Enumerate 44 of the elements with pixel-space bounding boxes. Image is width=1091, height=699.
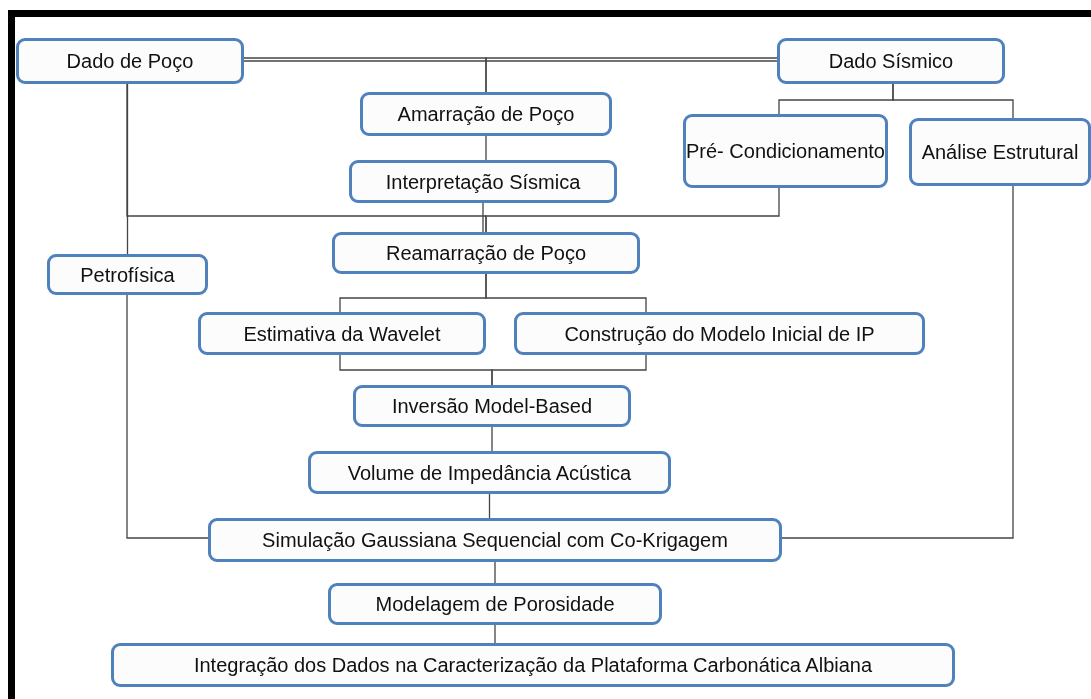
box-label: Volume de Impedância Acústica: [347, 460, 632, 485]
box-label: Petrofísica: [80, 262, 175, 287]
connector-line: [482, 202, 484, 233]
process-box: [16, 38, 244, 84]
process-box: [514, 312, 925, 355]
box-label: Interpretação Sísmica: [385, 169, 581, 194]
connector-line: [126, 294, 209, 539]
box-label: Amarração de Poço: [397, 102, 575, 126]
connector-line: [485, 57, 778, 93]
process-box: [47, 254, 208, 295]
connector-line: [494, 561, 496, 584]
process-box: [111, 643, 955, 687]
box-label: Integração dos Dados na Caracterização da Plataforma Carbonática Albiana: [193, 653, 873, 677]
process-box: [360, 92, 612, 136]
process-box: [328, 583, 662, 625]
connector-line: [781, 185, 1014, 539]
connector-line: [485, 187, 780, 233]
process-box: [198, 312, 486, 355]
connector-line: [485, 135, 487, 161]
box-label: Análise Estrutural: [921, 140, 1079, 164]
connector-line: [485, 273, 647, 313]
box-label: Construção do Modelo Inicial de IP: [564, 321, 875, 346]
connector-line: [491, 426, 493, 452]
box-label: Pré- Condicionamento: [686, 139, 885, 163]
process-box: [909, 118, 1091, 186]
box-label: Inversão Model-Based: [391, 394, 593, 418]
box-label: Modelagem de Porosidade: [375, 592, 615, 616]
connector-line: [491, 354, 647, 386]
process-box: [353, 385, 631, 427]
process-box: [777, 38, 1005, 84]
box-label: Estimativa da Wavelet: [243, 321, 441, 346]
box-label: Dado de Poço: [66, 49, 194, 73]
box-label: Reamarração de Poço: [385, 241, 587, 265]
process-box: [308, 451, 671, 494]
process-box: [683, 114, 888, 188]
connector-line: [488, 493, 491, 519]
connector-line: [892, 83, 1014, 119]
connector-line: [243, 60, 778, 62]
process-box: [349, 160, 617, 203]
process-box: [208, 518, 782, 562]
box-label: Simulação Gaussiana Sequencial com Co-Krigagem: [262, 528, 728, 552]
connector-line: [494, 624, 496, 644]
box-label: Dado Sísmico: [828, 49, 954, 73]
process-box: [332, 232, 640, 274]
